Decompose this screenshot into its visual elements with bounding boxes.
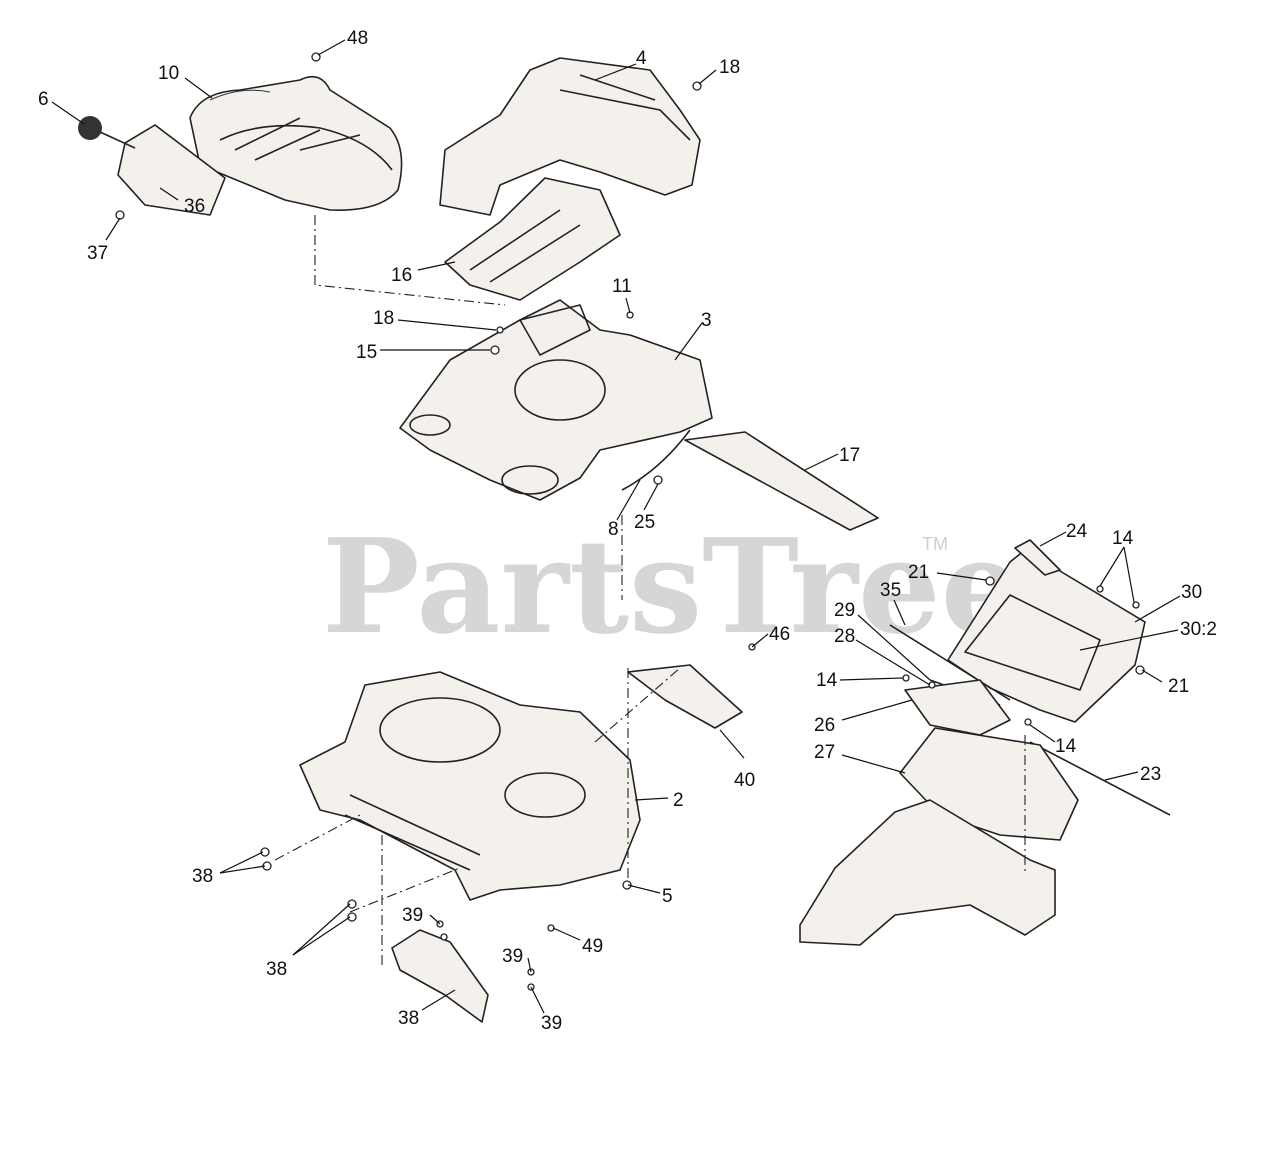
part-26-rod [1029, 741, 1171, 816]
part-18-bolt [496, 326, 504, 334]
callout-18: 18 [373, 308, 394, 329]
callout-15: 15 [356, 342, 377, 363]
callout-47: 40 [734, 770, 755, 791]
callout-39: 38 [266, 959, 287, 980]
callout-2: 2 [673, 790, 684, 811]
callout-21: 21 [1168, 676, 1189, 697]
part-30-panel [947, 539, 1146, 723]
callout-14-top: 14 [1112, 528, 1134, 549]
callout-24: 25 [634, 512, 655, 533]
callout-29: 29 [834, 600, 855, 621]
part-35-rod [889, 624, 1011, 701]
callout-6: 6 [38, 89, 49, 110]
part-47-shield [627, 664, 743, 729]
part-39-bolts [260, 847, 357, 922]
callout-28: 28 [834, 626, 855, 647]
part-16-support [444, 177, 621, 301]
callout-25: 26 [814, 715, 835, 736]
part-4-top-cover [439, 57, 701, 216]
part-36-bracket [117, 124, 226, 216]
callout-35: 35 [880, 580, 901, 601]
part-3-main-frame [399, 299, 713, 501]
callouts: 48 10 6 36 37 4 18 16 11 3 18 15 17 8 25… [38, 28, 1217, 1034]
part-21-bolts [985, 576, 1145, 675]
callout-36: 36 [184, 196, 205, 217]
part-lower-cover-right [799, 799, 1056, 946]
callout-40-top: 39 [402, 905, 423, 926]
watermark-trademark: TM [922, 534, 948, 554]
callout-30: 30 [1181, 582, 1202, 603]
part-25-plate [904, 679, 1011, 736]
part-14-bolts [902, 585, 1140, 726]
part-38-bracket [391, 929, 489, 1023]
part-belt-cover-left [189, 75, 403, 211]
callout-37: 37 [87, 243, 108, 264]
callout-10: 10 [158, 63, 179, 84]
alignment-lines [274, 215, 1026, 968]
callout-38: 38 [398, 1008, 419, 1029]
callout-40-mid: 39 [502, 946, 523, 967]
callout-27: 27 [814, 742, 835, 763]
part-8-rod [621, 429, 691, 491]
callout-39-top: 38 [192, 866, 213, 887]
callout-46: 48 [347, 28, 368, 49]
part-15-washer [490, 345, 500, 355]
callout-40: 39 [541, 1013, 562, 1034]
callout-16: 16 [391, 265, 412, 286]
part-6-knob [78, 116, 136, 149]
watermark-text: PartsTree [322, 510, 1023, 663]
callout-18-top: 18 [719, 57, 740, 78]
callout-8: 8 [608, 519, 619, 540]
part-24-bolt [653, 475, 663, 485]
callout-4: 4 [636, 48, 647, 69]
callout-30-2: 30:2 [1180, 619, 1217, 640]
part-23-grip [1014, 539, 1061, 576]
callout-48: 46 [769, 624, 790, 645]
part-17-rail [684, 431, 879, 531]
callout-21-top: 21 [908, 562, 929, 583]
callout-49: 49 [582, 936, 603, 957]
callout-3: 3 [701, 310, 712, 331]
callout-14-right: 14 [1055, 736, 1077, 757]
callout-11: 11 [612, 276, 632, 297]
watermark: PartsTree TM [322, 510, 1023, 663]
callout-23: 24 [1066, 521, 1088, 542]
part-5-bolt [622, 880, 632, 890]
callout-5: 5 [662, 886, 673, 907]
part-37-bolt [115, 210, 125, 220]
callout-26: 23 [1140, 764, 1161, 785]
callout-14: 14 [816, 670, 838, 691]
part-2-deck [299, 671, 641, 901]
callout-17: 17 [839, 445, 860, 466]
